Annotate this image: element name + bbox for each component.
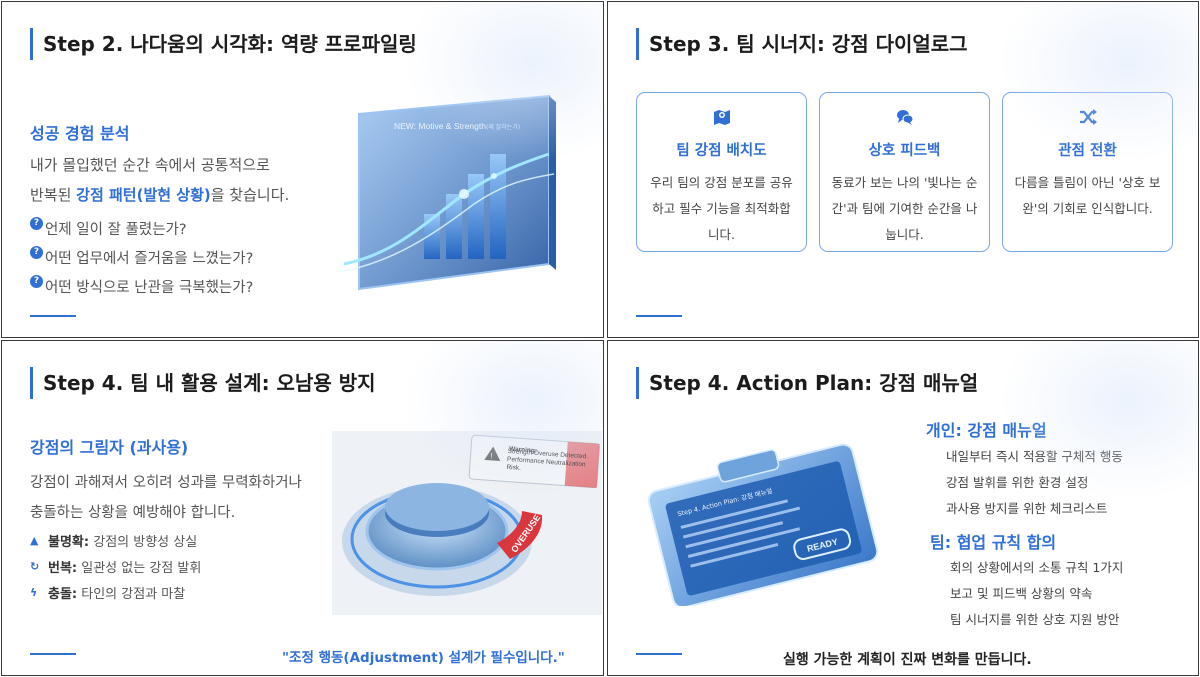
description-line: 내가 몰입했던 순간 속에서 공통적으로 <box>30 156 270 174</box>
list-item: ?어떤 업무에서 즐거움을 느꼈는가? <box>30 246 254 276</box>
description: 내가 몰입했던 순간 속에서 공통적으로 반복된 강점 패턴(발현 상황)을 찾… <box>30 150 330 210</box>
card-title: 팀 강점 배치도 <box>676 143 767 159</box>
slide-step4-action-plan: Step 4. Action Plan: 강점 매뉴얼 Step 4. Acti… <box>607 340 1199 676</box>
question-list: ?언제 일이 잘 풀렸는가? ?어떤 업무에서 즐거움을 느꼈는가? ?어떤 방… <box>30 217 254 305</box>
risk-list: ▲ 불명확: 강점의 방향성 상실 ↻ 번복: 일관성 없는 강점 발휘 ϟ 충돌: … <box>30 527 201 605</box>
question-icon: ? <box>30 217 43 230</box>
chat-bubbles-icon <box>820 107 989 129</box>
footer-accent-line <box>30 653 76 655</box>
card-description: 우리 팀의 강점 분포를 공유하고 필수 기능을 최적화합니다. <box>650 175 793 242</box>
risk-desc: 강점의 방향성 상실 <box>93 534 198 550</box>
closing-statement: 실행 가능한 계획이 진짜 변화를 만듭니다. <box>783 652 1032 668</box>
warning-icon: ▲ <box>30 533 39 547</box>
description: 강점이 과해져서 오히려 성과를 무력화하거나 충돌하는 상황을 예방해야 합니… <box>30 468 330 528</box>
card-description: 동료가 보는 나의 '빛나는 순간'과 팀에 기여한 순간을 나눕니다. <box>831 175 978 242</box>
warning-title: Warning: <box>509 446 537 455</box>
risk-label: 번복: <box>48 560 78 576</box>
list-item: 강점 발휘를 위한 환경 설정 <box>946 475 1089 490</box>
card-perspective: 관점 전환 다름을 틀림이 아닌 '상호 보완'의 기회로 인식합니다. <box>1002 92 1173 252</box>
map-icon <box>637 107 806 129</box>
list-item: ↻ 번복: 일관성 없는 강점 발휘 <box>30 553 201 579</box>
highlight-text: 강점 패턴(발현 상황) <box>76 186 211 204</box>
card-description: 다름을 틀림이 아닌 '상호 보완'의 기회로 인식합니다. <box>1014 175 1161 216</box>
list-item: 회의 상황에서의 소통 규칙 1가지 <box>950 560 1124 575</box>
description-line: 충돌하는 상황을 예방해야 합니다. <box>30 505 236 521</box>
image-caption: NEW: Motive & Strength <box>394 121 486 131</box>
list-item: ?어떤 방식으로 난관을 극복했는가? <box>30 275 254 305</box>
image-caption-small: (왜 잘하는가) <box>486 123 520 131</box>
risk-desc: 타인의 강점과 마찰 <box>81 586 186 602</box>
shuffle-icon <box>1003 107 1172 129</box>
question-text: 어떤 방식으로 난관을 극복했는가? <box>45 280 254 296</box>
slide-title: Step 3. 팀 시너지: 강점 다이얼로그 <box>636 28 968 60</box>
warning-text: Strength Overuse Detected. Performance N… <box>506 447 589 472</box>
card-title: 상호 피드백 <box>868 143 941 159</box>
section-heading-personal: 개인: 강점 매뉴얼 <box>926 421 1047 440</box>
personal-item-list: 내일부터 즉시 적용할 구체적 행동 강점 발휘를 위한 환경 설정 과사용 방… <box>946 444 1123 522</box>
text: 반복된 <box>30 186 77 204</box>
card-team-map: 팀 강점 배치도 우리 팀의 강점 분포를 공유하고 필수 기능을 최적화합니다… <box>636 92 807 252</box>
question-icon: ? <box>30 275 43 288</box>
refresh-icon: ↻ <box>30 559 40 573</box>
slide-title: Step 4. 팀 내 활용 설계: 오남용 방지 <box>30 367 376 399</box>
question-text: 어떤 업무에서 즐거움을 느꼈는가? <box>45 251 254 267</box>
description-line: 반복된 강점 패턴(발현 상황)을 찾습니다. <box>30 180 330 210</box>
slide-step2: Step 2. 나다움의 시각화: 역량 프로파일링 성공 경험 분석 내가 몰… <box>1 1 604 338</box>
list-item: ϟ 충돌: 타인의 강점과 마찰 <box>30 579 201 605</box>
section-heading: 강점의 그림자 (과사용) <box>30 438 189 457</box>
risk-desc: 일관성 없는 강점 발휘 <box>81 560 202 576</box>
list-item: ?언제 일이 잘 풀렸는가? <box>30 217 253 247</box>
list-item: ▲ 불명확: 강점의 방향성 상실 <box>30 527 201 553</box>
slide-title: Step 2. 나다움의 시각화: 역량 프로파일링 <box>30 28 417 60</box>
list-item: 보고 및 피드백 상황의 약속 <box>950 586 1093 601</box>
team-item-list: 회의 상황에서의 소통 규칙 1가지 보고 및 피드백 상황의 약속 팀 시너지… <box>950 555 1123 633</box>
description-line: 강점이 과해져서 오히려 성과를 무력화하거나 <box>30 475 302 491</box>
slide-step4-misuse: Step 4. 팀 내 활용 설계: 오남용 방지 강점의 그림자 (과사용) … <box>1 340 604 676</box>
callout-quote: "조정 행동(Adjustment) 설계가 필수입니다." <box>282 650 565 666</box>
bolt-icon: ϟ <box>30 585 38 599</box>
glass-chart-illustration: NEW: Motive & Strength (왜 잘하는가) <box>338 94 556 291</box>
section-heading-team: 팀: 협업 규칙 합의 <box>930 533 1057 552</box>
list-item: 내일부터 즉시 적용할 구체적 행동 <box>946 449 1123 464</box>
slide-step3: Step 3. 팀 시너지: 강점 다이얼로그 팀 강점 배치도 우리 팀의 강… <box>607 1 1199 338</box>
footer-accent-line <box>636 315 682 317</box>
risk-label: 충돌: <box>48 586 78 602</box>
svg-text:!: ! <box>490 451 493 460</box>
footer-accent-line <box>30 315 76 317</box>
clipboard-illustration: Step 4. Action Plan: 강점 매뉴얼 READY <box>647 443 879 606</box>
overuse-dial-illustration: OVERUSE ! Warning: Strength Overuse Dete… <box>332 431 602 615</box>
card-title: 관점 전환 <box>1058 143 1117 159</box>
risk-label: 불명확: <box>48 534 90 550</box>
list-item: 팀 시너지를 위한 상호 지원 방안 <box>950 612 1120 627</box>
card-row: 팀 강점 배치도 우리 팀의 강점 분포를 공유하고 필수 기능을 최적화합니다… <box>636 92 1173 252</box>
slide-title: Step 4. Action Plan: 강점 매뉴얼 <box>636 367 978 399</box>
question-text: 언제 일이 잘 풀렸는가? <box>45 222 187 238</box>
list-item: 과사용 방지를 위한 체크리스트 <box>946 501 1108 516</box>
question-icon: ? <box>30 246 43 259</box>
text: 을 찾습니다. <box>210 186 290 204</box>
card-feedback: 상호 피드백 동료가 보는 나의 '빛나는 순간'과 팀에 기여한 순간을 나눕… <box>819 92 990 252</box>
section-heading: 성공 경험 분석 <box>30 124 130 143</box>
footer-accent-line <box>636 653 682 655</box>
